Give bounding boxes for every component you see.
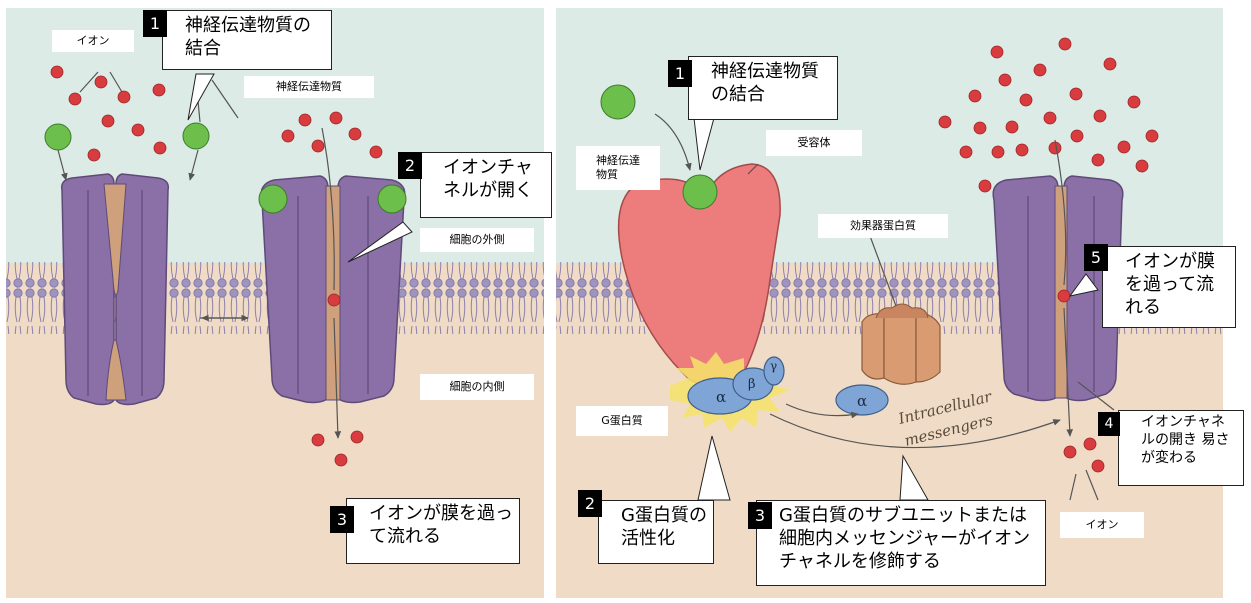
right-step1-text: 神経伝達物質の結合 (711, 61, 819, 105)
effector-label: 効果器蛋白質 (818, 214, 948, 238)
right-ion-label: イオン (1060, 512, 1144, 538)
right-step1-number: 1 (668, 60, 692, 87)
g-protein-label: G蛋白質 (576, 406, 668, 436)
left-step3-number: 3 (330, 506, 354, 533)
right-step3-callout: G蛋白質のサブユニットまたは細胞内メッセンジャーがイオンチャネルを修飾する (756, 500, 1046, 586)
right-step2-callout: G蛋白質の活性化 (598, 500, 714, 564)
inside-cell-label: 細胞の内側 (420, 374, 534, 400)
right-transmitter-text: 神経伝達物質 (596, 154, 640, 182)
right-step5-callout: イオンが膜を過って流れる (1102, 246, 1236, 328)
g-gamma-label: γ (770, 359, 777, 373)
left-step3-text: イオンが膜を過って流れる (369, 503, 513, 547)
right-step5-text: イオンが膜を過って流れる (1125, 251, 1215, 318)
bound-transmitter (683, 175, 717, 209)
left-step1-text: 神経伝達物質の結合 (185, 15, 311, 59)
right-step4-number: 4 (1098, 412, 1120, 436)
left-ion-label: イオン (52, 30, 134, 52)
right-step2-number: 2 (578, 490, 602, 517)
closed-ion-channel (62, 174, 169, 405)
right-transmitter-label: 神経伝達物質 (576, 146, 660, 190)
left-step2-number: 2 (398, 152, 422, 179)
free-transmitter (601, 85, 635, 119)
right-step1-callout: 神経伝達物質の結合 (688, 56, 838, 120)
effector-alpha-label: α (857, 392, 867, 410)
right-step3-number: 3 (748, 502, 772, 529)
right-step5-number: 5 (1084, 244, 1108, 271)
g-beta-label: β (748, 377, 756, 392)
outside-cell-label: 細胞の外側 (420, 228, 534, 252)
left-step2-text: イオンチャネルが開く (443, 157, 533, 201)
receptor-label: 受容体 (766, 130, 862, 156)
right-step4-callout: イオンチャネルの開き 易さが変わる (1118, 410, 1244, 486)
left-step1-number: 1 (143, 10, 167, 37)
left-step2-callout: イオンチャネルが開く (420, 152, 552, 218)
left-step3-callout: イオンが膜を過って流れる (346, 498, 520, 564)
right-step2-text: G蛋白質の活性化 (621, 505, 707, 549)
right-step3-text: G蛋白質のサブユニットまたは細胞内メッセンジャーがイオンチャネルを修飾する (779, 505, 1030, 572)
g-alpha-label: α (716, 388, 726, 406)
right-step4-text: イオンチャネルの開き 易さが変わる (1141, 414, 1229, 466)
left-step1-callout: 神経伝達物質の結合 (162, 10, 332, 70)
left-transmitter-label: 神経伝達物質 (244, 76, 374, 98)
